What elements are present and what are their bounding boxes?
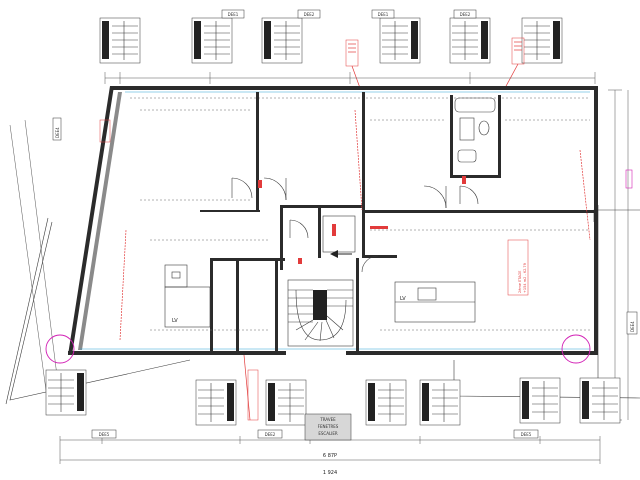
side-label: DEE4 (55, 127, 60, 138)
interior-walls (200, 92, 595, 351)
window-strips (80, 91, 590, 350)
room-label: LV (400, 296, 406, 302)
overall-dimension: 6 87P (323, 453, 337, 459)
shaft (322, 215, 356, 258)
overall-dimension: 1 924 (323, 470, 337, 476)
stair-window-label: TRAVEE FENETRES ESCALIER (304, 413, 352, 441)
bottom-section-labels: DEE5 DEE2 DEE5 (91, 429, 539, 439)
side-label: DEE4 (630, 321, 635, 332)
room-dimension-ticks (140, 109, 590, 331)
room-label: LV (172, 318, 178, 324)
section-label: DEE2 (460, 12, 471, 17)
stair-label-line: FENETRES (318, 424, 339, 429)
red-markings: 2ème ETAGE +154 m2 - 62.79 (99, 109, 591, 421)
floor-stamp-line: 2ème ETAGE (518, 271, 522, 293)
section-label: DEE5 (99, 432, 110, 437)
top-section-labels: DEE1 DEE2 DEE1 DEE2 (221, 9, 477, 19)
kitchen-units (164, 264, 476, 328)
floor-stamp-line: +154 m2 - 62.79 (523, 263, 527, 293)
section-label: DEE5 (521, 432, 532, 437)
stair-label-line: TRAVEE (319, 417, 336, 422)
section-label: DEE2 (265, 432, 276, 437)
bathroom-fixtures (454, 97, 496, 163)
staircase (287, 279, 354, 347)
section-label: DEE1 (378, 12, 389, 17)
door-swings (231, 177, 479, 273)
stair-label-line: ESCALIER (318, 431, 338, 436)
side-labels: DEE4 DEE4 (52, 117, 638, 335)
section-label: DEE2 (304, 12, 315, 17)
top-schedule-boxes (99, 17, 563, 64)
bottom-schedule-boxes (45, 369, 621, 426)
magenta-markers (45, 169, 633, 364)
section-label: DEE1 (228, 12, 239, 17)
red-notes-top (345, 37, 525, 89)
exterior-walls (5, 86, 640, 405)
